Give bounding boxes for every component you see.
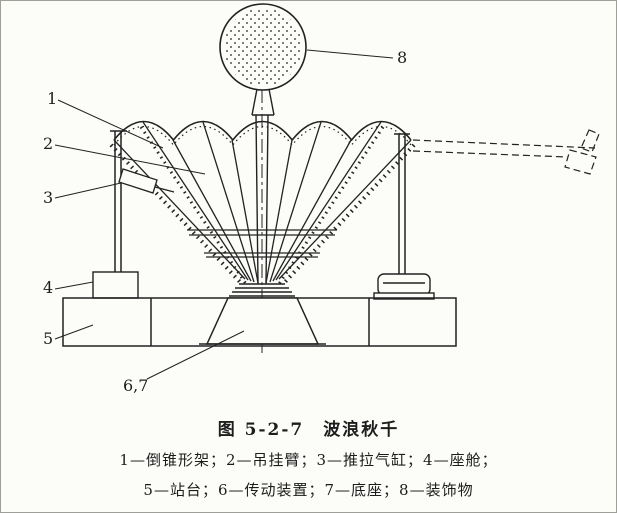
- horizontal-cross-beams: [187, 229, 337, 258]
- cone-frame-arms: [113, 121, 412, 284]
- right-cabin: [373, 273, 435, 300]
- left-support-post: [110, 130, 127, 273]
- leader-line-2: [54, 144, 206, 175]
- pneumatic-cylinder: [118, 168, 175, 194]
- leader-line-3: [54, 182, 122, 199]
- right-support-post: [394, 133, 410, 275]
- label-1: 1: [47, 89, 57, 108]
- wave-swing-diagram: 1 2 3 4 5 6,7 8: [43, 3, 600, 395]
- leader-line-1: [57, 99, 164, 149]
- leader-line-5: [54, 324, 94, 340]
- legend-line-2: 5—站台；6—传动装置；7—底座；8—装饰物: [143, 481, 474, 499]
- center-column: [255, 114, 269, 285]
- extended-swing-dashed: [412, 129, 600, 175]
- label-4: 4: [43, 278, 53, 297]
- left-cabin: [92, 271, 139, 299]
- scalloped-canopy-rim: [113, 120, 412, 146]
- label-6-7: 6,7: [123, 376, 148, 395]
- label-2: 2: [43, 134, 53, 153]
- figure-caption: 图 5-2-7 波浪秋千 1—倒锥形架；2—吊挂臂；3—推拉气缸；4—座舱； 5…: [1, 415, 616, 500]
- center-hub: [229, 283, 295, 297]
- label-5: 5: [43, 329, 53, 348]
- pedestal-base: [199, 297, 326, 345]
- legend-line-1: 1—倒锥形架；2—吊挂臂；3—推拉气缸；4—座舱；: [119, 451, 498, 469]
- decorative-ball: [219, 3, 307, 91]
- leader-line-8: [306, 49, 394, 59]
- label-8: 8: [397, 48, 407, 67]
- outer-edge-chain-texture: [109, 126, 416, 285]
- label-3: 3: [43, 188, 53, 207]
- caption-title: 图 5-2-7 波浪秋千: [217, 420, 400, 440]
- leader-line-6-7: [146, 330, 245, 380]
- ball-support-stem: [251, 88, 275, 116]
- leader-line-4: [54, 281, 94, 290]
- leader-lines: [54, 49, 394, 380]
